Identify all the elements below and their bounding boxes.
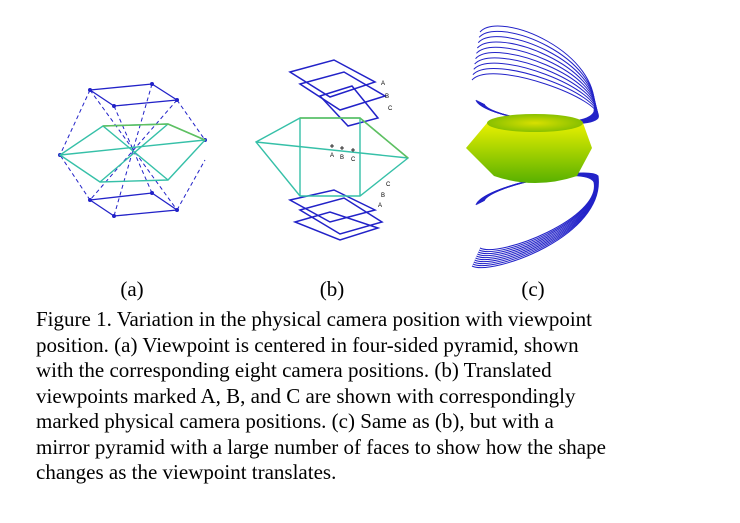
caption-line: mirror pyramid with a large number of fa… (36, 434, 606, 459)
caption-line: viewpoints marked A, B, and C are shown … (36, 383, 576, 408)
caption-line: Figure 1. Variation in the physical came… (36, 307, 593, 331)
marker-bottom-b: B (381, 193, 386, 199)
marker-bottom-c: C (386, 182, 391, 188)
caption-line: with the corresponding eight camera posi… (36, 358, 552, 382)
marker-top-c: C (388, 106, 393, 112)
caption-line: position. (a) Viewpoint is centered in f… (36, 332, 579, 357)
caption-line: marked physical camera positions. (c) Sa… (36, 409, 554, 433)
caption-line: changes as the viewpoint translates. (36, 460, 337, 484)
mirror-face-arc (479, 175, 595, 250)
marker-center-c: C (351, 157, 356, 163)
marker-top-a: A (381, 81, 386, 87)
marker-top-b: B (385, 94, 390, 100)
marker-center-a: A (330, 153, 335, 159)
panel-label-a: (a) (120, 277, 144, 301)
mirror-face-arc (476, 41, 596, 123)
marker-bottom-a: A (378, 203, 383, 209)
panel-label-c: (c) (521, 277, 545, 301)
panel-label-b: (b) (319, 277, 345, 301)
figure-caption: Figure 1. Variation in the physical came… (36, 307, 676, 486)
marker-center-b: B (340, 155, 345, 161)
